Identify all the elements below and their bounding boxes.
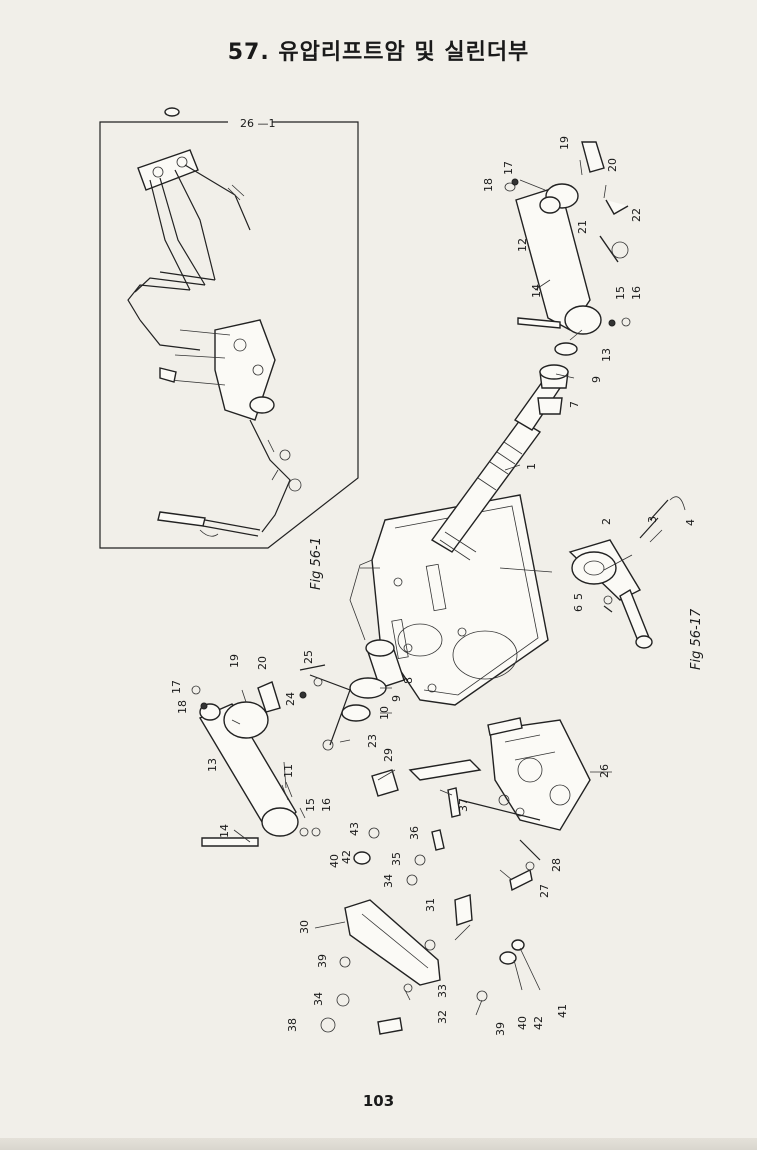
quadrant-plate (320, 787, 541, 1035)
callout-labels: 1 2 3 4 5 6 7 8 9 9 10 11 12 13 13 14 14… (170, 136, 697, 1036)
callout: 12 (516, 238, 529, 252)
callout: 18 (482, 178, 495, 192)
callout: 16 (630, 286, 643, 300)
callout: 4 (684, 519, 697, 526)
callout: 15 (614, 286, 627, 300)
callout: 43 (348, 822, 361, 836)
callout: 41 (556, 1004, 569, 1018)
callout: 42 (340, 850, 353, 864)
callout: 10 (378, 706, 391, 720)
callout: 42 (532, 1016, 545, 1030)
callout: 35 (390, 852, 403, 866)
callout: 28 (550, 858, 563, 872)
callout: 39 (316, 954, 329, 968)
callout: 34 (382, 874, 395, 888)
figure-ref-56-17: Fig 56-17 (689, 608, 704, 670)
callout: 6 (572, 605, 585, 612)
inset-label: 26 —1 (240, 117, 276, 130)
callout: 33 (436, 984, 449, 998)
lift-housing (349, 494, 549, 706)
callout: 32 (436, 1010, 449, 1024)
callout: 14 (218, 824, 231, 838)
callout: 22 (630, 208, 643, 222)
callout: 19 (228, 654, 241, 668)
callout: 38 (286, 1018, 299, 1032)
callout: 23 (366, 734, 379, 748)
callout: 17 (170, 680, 183, 694)
callout: 3 (646, 516, 659, 523)
callout: 40 (516, 1016, 529, 1030)
callout: 13 (206, 758, 219, 772)
scan-edge (0, 1138, 757, 1150)
callout: 39 (494, 1022, 507, 1036)
page-title: 57. 유압리프트암 및 실린더부 (227, 40, 530, 65)
callout: 8 (402, 677, 415, 684)
callout: 26 (598, 764, 611, 778)
callout: 20 (606, 158, 619, 172)
right-lift-arm (504, 141, 631, 415)
inset-box: 26 —1 (99, 107, 359, 549)
callout: 15 (304, 798, 317, 812)
callout: 37 (457, 798, 470, 812)
callout: 30 (298, 920, 311, 934)
callout: 31 (424, 898, 437, 912)
callout: 25 (302, 650, 315, 664)
callout: 36 (408, 826, 421, 840)
callout: 40 (328, 854, 341, 868)
callout: 2 (600, 518, 613, 525)
callout: 14 (530, 284, 543, 298)
callout: 7 (568, 401, 581, 408)
lift-arm-part-2 (568, 496, 686, 649)
cylinder-parts-left (299, 639, 405, 751)
leader-lines (231, 159, 663, 1016)
callout: 19 (558, 136, 571, 150)
callout: 9 (590, 376, 603, 383)
control-valve (371, 717, 591, 831)
callout: 21 (576, 220, 589, 234)
callout: 34 (312, 992, 325, 1006)
callout: 13 (600, 348, 613, 362)
callout: 16 (320, 798, 333, 812)
callout: 17 (502, 161, 515, 175)
callout: 11 (282, 764, 295, 778)
figure-ref-56-1: Fig 56-1 (309, 537, 324, 590)
callout: 1 (525, 463, 538, 470)
callout: 9 (390, 695, 403, 702)
left-lift-arm (191, 681, 321, 847)
callout: 29 (382, 748, 395, 762)
callout: 24 (284, 692, 297, 706)
inset-piping (127, 107, 302, 537)
callout: 5 (572, 593, 585, 600)
callout: 27 (538, 884, 551, 898)
page-number: 103 (362, 1092, 395, 1110)
callout: 20 (256, 656, 269, 670)
callout: 18 (176, 700, 189, 714)
